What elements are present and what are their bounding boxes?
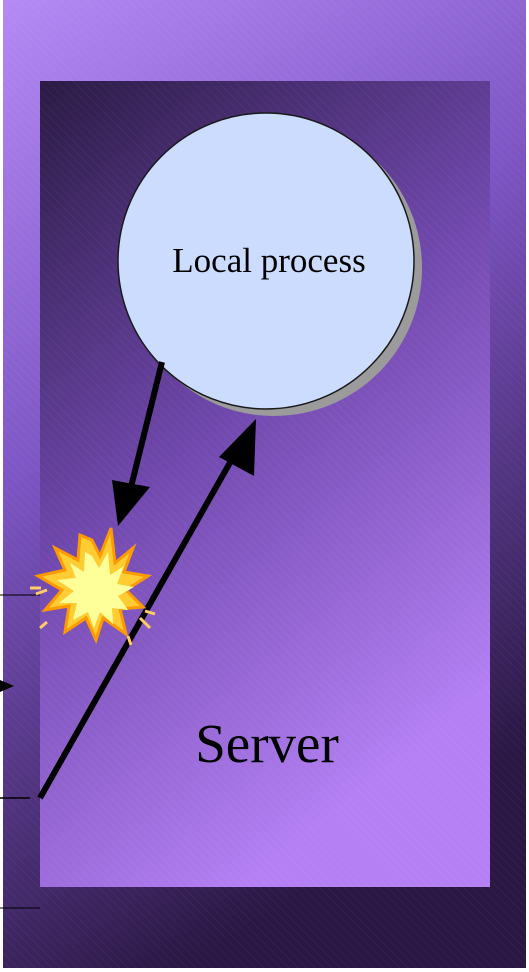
arrow-to-circle <box>37 450 239 800</box>
left-arrow-in-1 <box>0 680 14 692</box>
local-process-label: Local process <box>172 241 365 280</box>
arrow-to-burst <box>126 361 165 496</box>
local-process-node <box>117 112 415 410</box>
server-label: Server <box>195 713 339 774</box>
arrow-to-burst-head <box>112 480 150 526</box>
explosion-burst-icon <box>30 527 156 646</box>
arrow-to-circle-head <box>219 419 256 476</box>
